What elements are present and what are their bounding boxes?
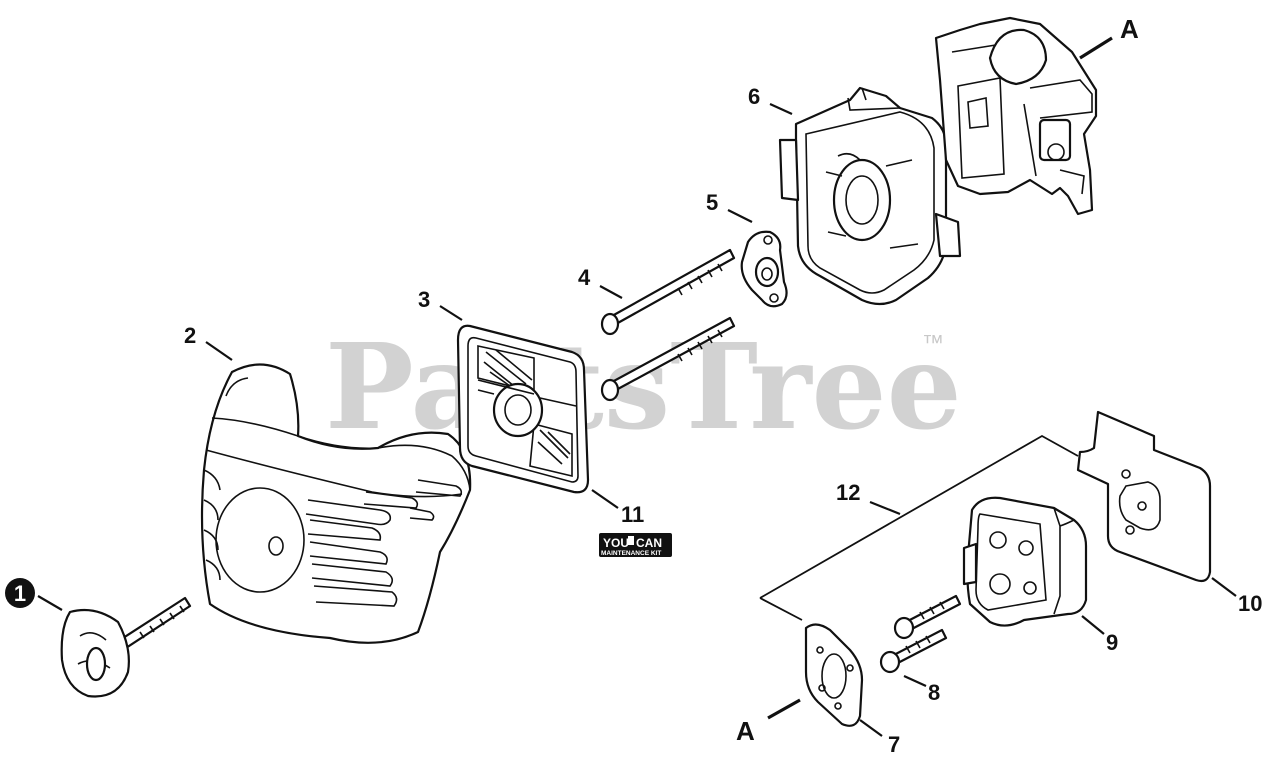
callout-10-leader (1211, 577, 1237, 597)
part-4-bolts[interactable] (600, 248, 736, 402)
you-can-maintenance-kit-badge: YOU CAN MAINTENANCE KIT (599, 533, 672, 557)
part-5-spacer[interactable] (740, 230, 788, 308)
callout-5-label: 5 (706, 190, 718, 215)
callout-1-badge (5, 578, 35, 608)
part-10-gasket[interactable] (1076, 410, 1212, 583)
callout-11-label: 11 (621, 502, 644, 527)
callout-9-label: 9 (1106, 630, 1118, 655)
ref-a-bottom-label: A (736, 716, 755, 746)
part-9-insulator[interactable] (962, 496, 1088, 627)
callout-9-leader (1081, 615, 1105, 635)
watermark-trademark: ™ (922, 330, 944, 355)
callout-5-leader (727, 209, 753, 223)
callout-12-leader (869, 500, 901, 516)
callout-2-label: 2 (184, 323, 196, 348)
part-1-knob[interactable] (60, 596, 192, 698)
callout-10-label: 10 (1238, 591, 1262, 616)
part-8-screws[interactable] (879, 594, 962, 674)
ref-a-top-leader (1079, 36, 1113, 60)
callout-8-leader (903, 674, 927, 688)
callout-3-label: 3 (418, 287, 430, 312)
callout-1-label: 1 (14, 581, 26, 606)
part-7-gasket[interactable] (804, 623, 864, 727)
callout-2-leader (205, 341, 233, 361)
ref-a-top-label: A (1120, 14, 1139, 44)
callout-4-leader (599, 285, 623, 299)
callout-7-leader (859, 719, 883, 737)
badge-line1-left: YOU (603, 536, 629, 550)
part-2-air-cleaner-cover[interactable] (200, 363, 472, 644)
callout-12-label: 12 (836, 480, 860, 505)
callout-8-label: 8 (928, 680, 940, 705)
part-12-kit-bracket (759, 434, 1079, 599)
callout-3-leader (439, 305, 463, 321)
part-6-air-cleaner-case[interactable] (778, 86, 962, 306)
part-3-air-filter[interactable] (456, 324, 590, 494)
ref-a-bottom-leader (767, 698, 801, 720)
callout-6-leader (769, 102, 793, 116)
part-12-kit-bracket-end (759, 597, 803, 621)
badge-line2: MAINTENANCE KIT (601, 550, 661, 557)
callout-7-label: 7 (888, 732, 900, 757)
badge-line1-right: CAN (636, 536, 662, 550)
callout-11-leader (591, 489, 619, 509)
callout-1-leader (37, 595, 63, 611)
wrench-icon (628, 536, 634, 545)
callout-6-label: 6 (748, 84, 760, 109)
callout-4-label: 4 (578, 265, 591, 290)
carburetor-assembly[interactable] (934, 16, 1098, 216)
